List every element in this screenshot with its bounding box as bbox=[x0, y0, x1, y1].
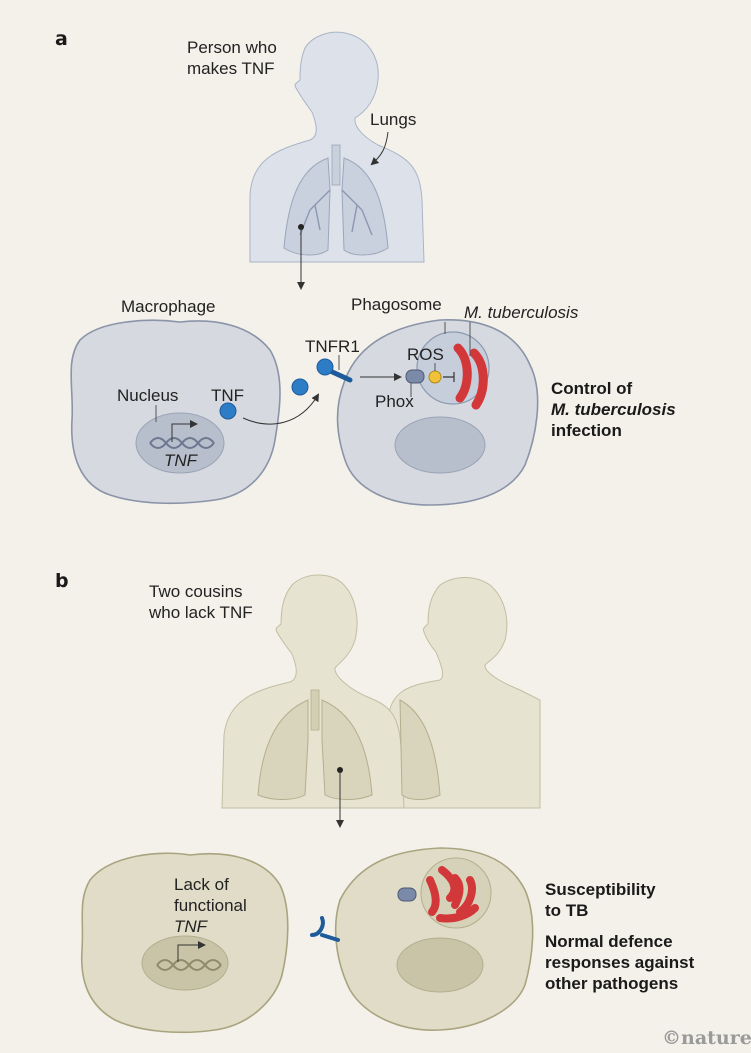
tnfr1-receptor-icon bbox=[316, 358, 353, 383]
gene-b-line3: TNF bbox=[174, 917, 208, 936]
phox-icon bbox=[405, 369, 425, 384]
gene-b-line2: functional bbox=[174, 896, 247, 915]
outcome-a-line2: M. tuberculosis bbox=[551, 400, 676, 419]
inhibition-line bbox=[443, 372, 455, 382]
transcription-arrow bbox=[171, 420, 198, 442]
tnf-protein-2 bbox=[291, 378, 309, 396]
macrophage-cell-b bbox=[80, 852, 289, 1034]
transcription-arrow-b bbox=[177, 941, 206, 962]
person-label-line2: makes TNF bbox=[187, 59, 275, 78]
outcome-a-line1: Control of bbox=[551, 379, 633, 398]
lungs-a bbox=[283, 144, 389, 256]
tnfr1-label: TNFR1 bbox=[305, 337, 360, 356]
outcome-b1-line2: to TB bbox=[545, 901, 589, 920]
tnfr1-receptor-b-icon bbox=[310, 916, 340, 942]
lungs-label: Lungs bbox=[370, 110, 417, 129]
macrophage-label: Macrophage bbox=[121, 297, 216, 316]
outcome-a-line3: infection bbox=[551, 421, 622, 440]
people-label-line2: who lack TNF bbox=[149, 603, 253, 622]
nucleus-label: Nucleus bbox=[117, 386, 179, 405]
outcome-b2-line3: other pathogens bbox=[545, 974, 679, 993]
nature-credit: ©nature bbox=[662, 1027, 751, 1049]
ros-icon bbox=[428, 370, 442, 384]
macrophage-cell-b-right bbox=[334, 847, 534, 1031]
person-label-line1: Person who bbox=[187, 38, 277, 57]
bacterium-1 bbox=[453, 343, 472, 403]
lungs-b bbox=[257, 689, 441, 800]
phox-label: Phox bbox=[375, 392, 414, 411]
tnf-protein-1 bbox=[219, 402, 237, 420]
dna-helix-icon bbox=[149, 437, 215, 449]
gene-b-line1: Lack of bbox=[174, 875, 229, 894]
phox-icon-b bbox=[397, 887, 417, 902]
tnf-protein-label: TNF bbox=[211, 386, 245, 405]
bacterium-2 bbox=[469, 348, 488, 410]
outcome-b1-line1: Susceptibility bbox=[545, 880, 656, 899]
outcome-b2-line2: responses against bbox=[545, 953, 695, 972]
tnf-secretion-arrow bbox=[242, 393, 320, 425]
people-label-line1: Two cousins bbox=[149, 582, 243, 601]
panel-b-label: b bbox=[55, 570, 69, 592]
ros-label: ROS bbox=[407, 345, 444, 364]
phagosome-label: Phagosome bbox=[351, 295, 442, 314]
lungs-pointer-arrow bbox=[370, 131, 389, 166]
macrophage-cell-a bbox=[70, 319, 281, 505]
bacteria-cluster bbox=[426, 866, 479, 923]
bacterium-label: M. tuberculosis bbox=[464, 303, 579, 322]
gene-label: TNF bbox=[164, 451, 198, 470]
panel-a-label: a bbox=[55, 28, 68, 50]
outcome-b2-line1: Normal defence bbox=[545, 932, 673, 951]
